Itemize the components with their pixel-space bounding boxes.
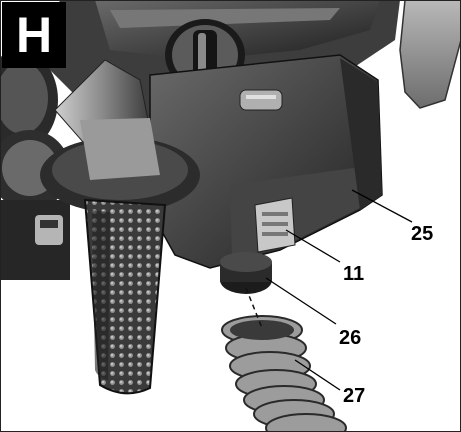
figure-letter-badge: H [2,2,66,68]
callout-26: 26 [339,327,362,349]
callout-25: 25 [411,223,434,245]
extraction-hose [221,315,347,432]
leader-27 [294,359,341,391]
release-button [254,197,296,253]
auxiliary-handle [40,59,200,395]
leader-25 [351,189,413,223]
rear-handle [399,0,461,109]
suction-connection [220,252,272,294]
alignment-dashed-line [245,287,263,329]
leader-26 [265,277,337,325]
leader-11 [285,229,341,263]
callout-11: 11 [343,263,365,285]
callout-27: 27 [343,385,366,407]
